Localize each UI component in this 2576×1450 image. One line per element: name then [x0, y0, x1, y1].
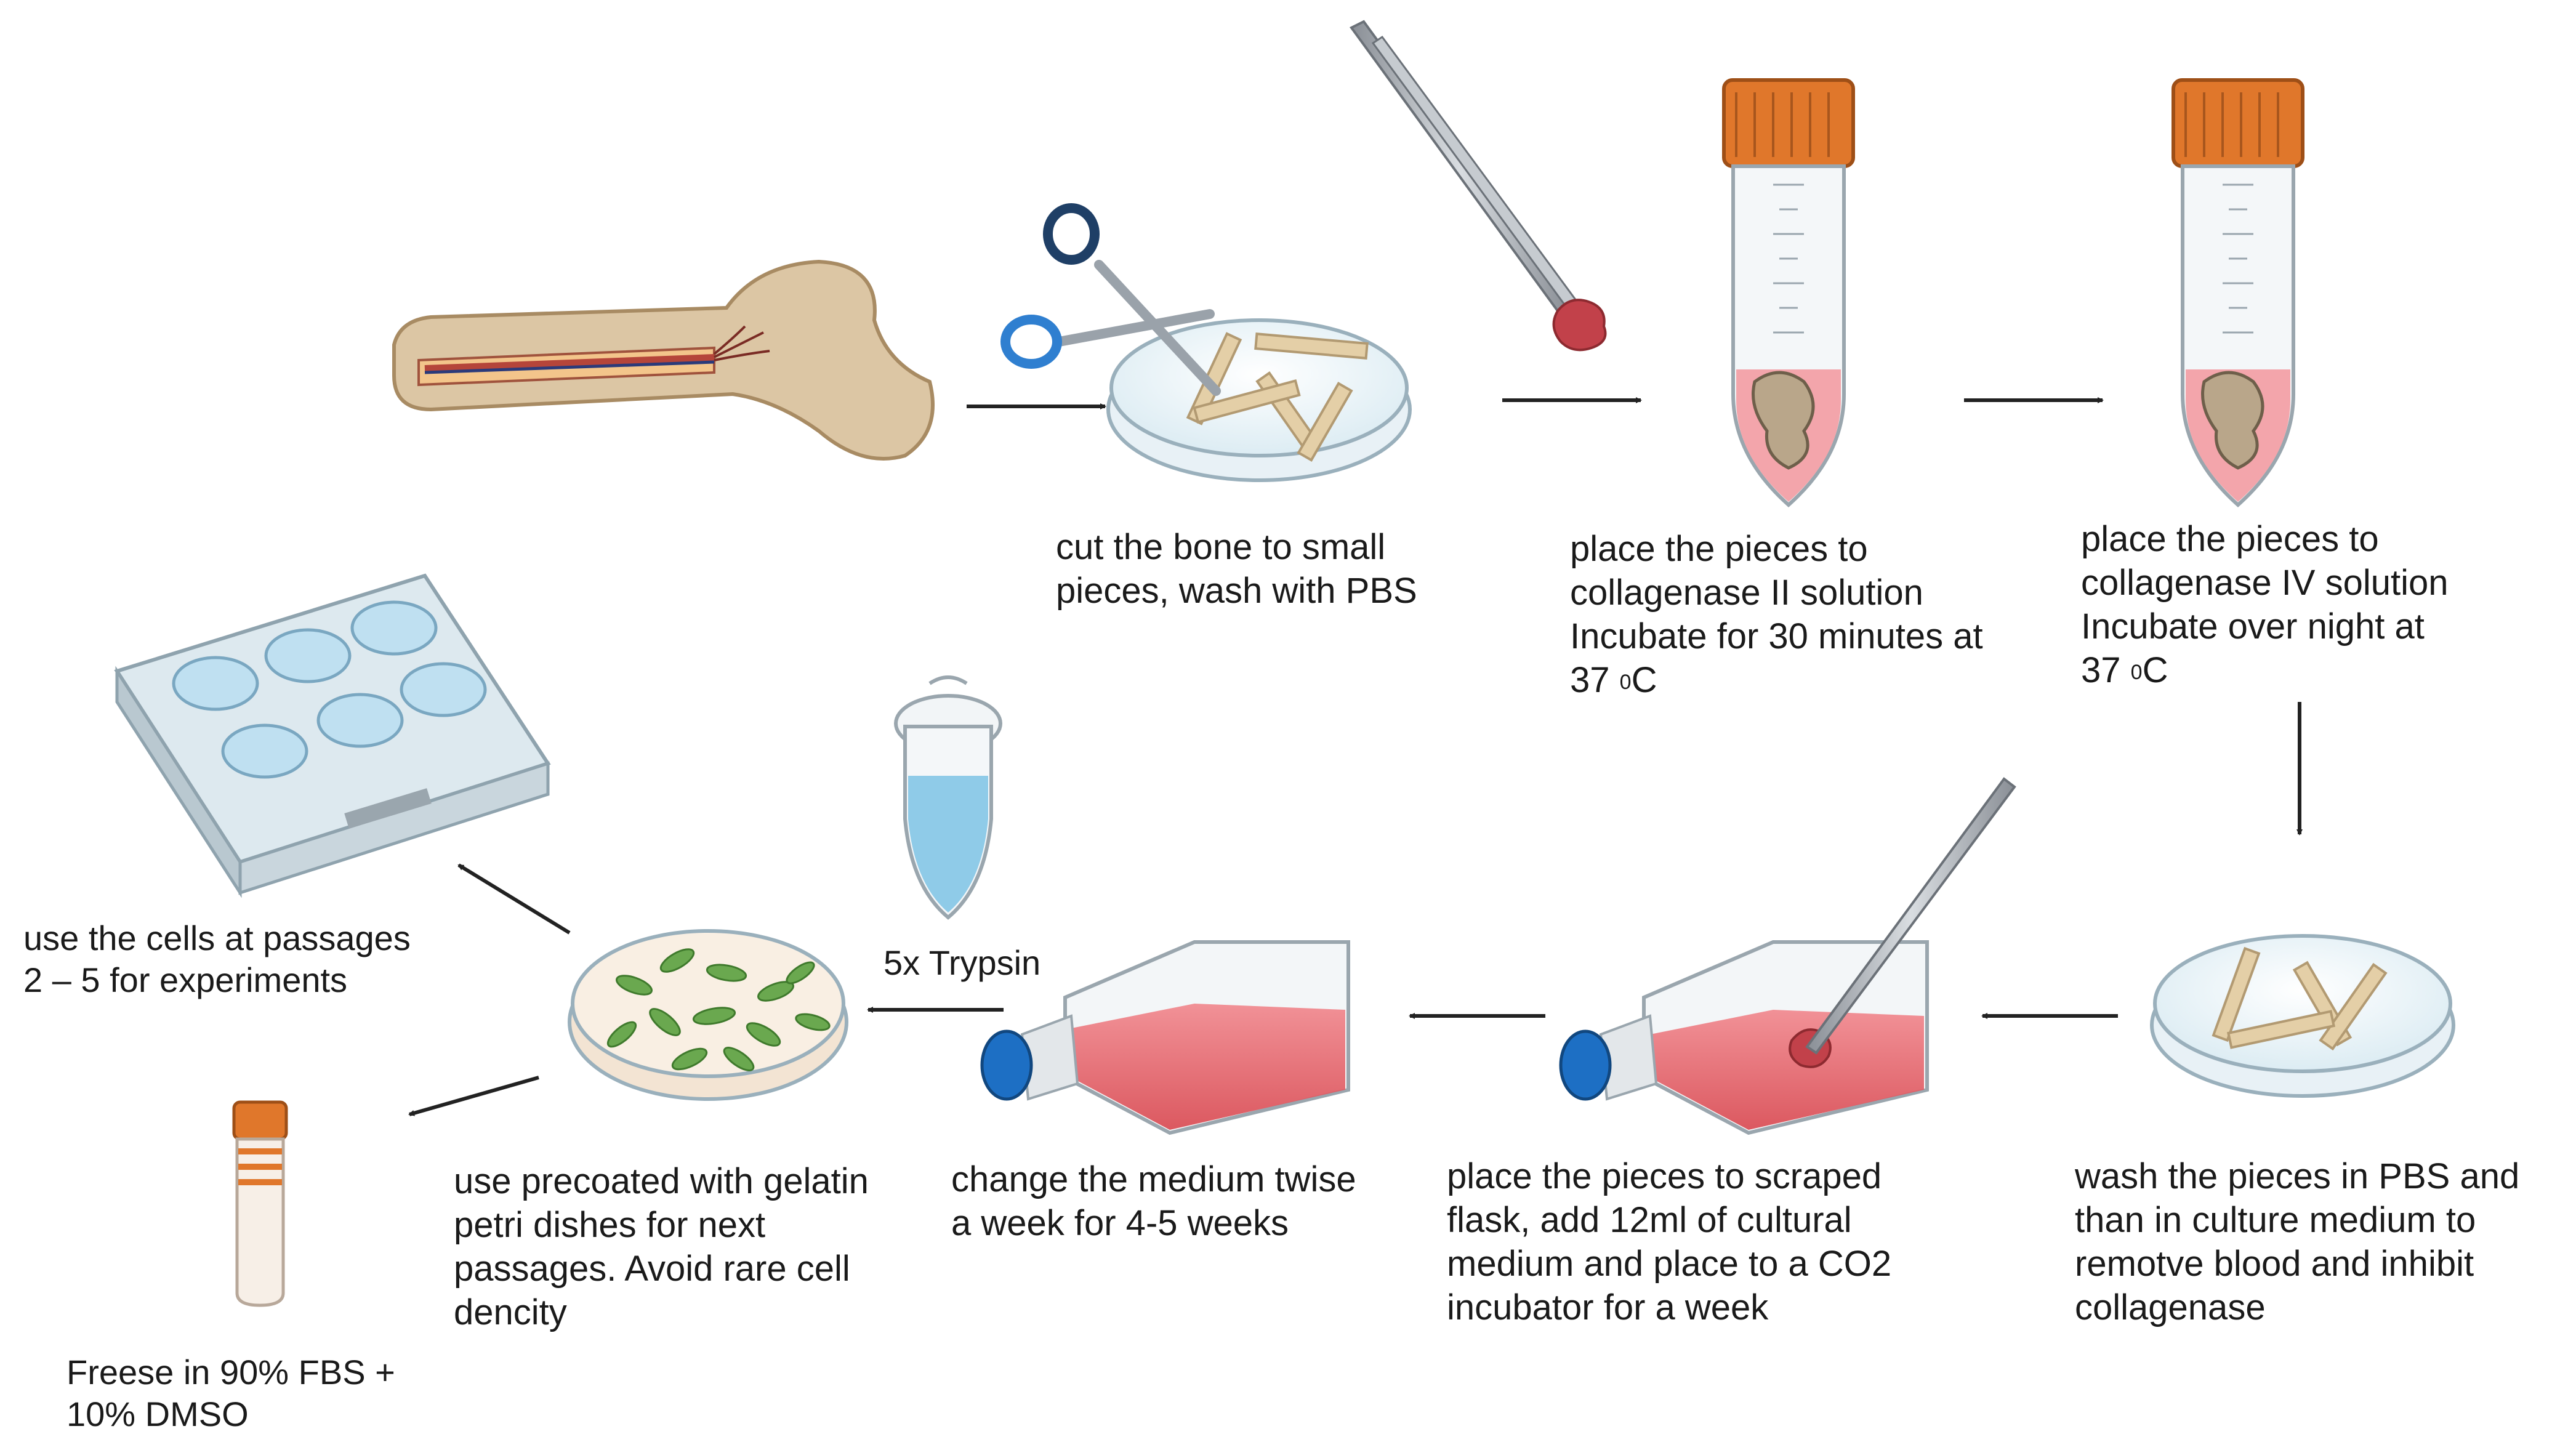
caption-line: remotve blood and inhibit [2075, 1244, 2474, 1284]
caption-collagenase-ii: place the pieces to collagenase II solut… [1570, 527, 1983, 702]
petri-dish-with-bone-pieces [1106, 318, 1412, 482]
caption-wash: wash the pieces in PBS and than in cultu… [2075, 1154, 2519, 1329]
caption-line: place the pieces to [1570, 529, 1868, 569]
caption-change-medium: change the medium twise a week for 4-5 w… [951, 1158, 1356, 1245]
caption-line: Incubate over night at [2081, 606, 2425, 646]
petri-dish-with-cells [568, 929, 848, 1101]
caption-collagenase-iv: place the pieces to collagenase IV solut… [2081, 517, 2449, 692]
caption-line: cut the bone to small [1056, 527, 1386, 567]
caption-line: pieces, wash with PBS [1056, 571, 1417, 611]
caption-line: collagenase [2075, 1287, 2266, 1327]
caption-cut-bone: cut the bone to small pieces, wash with … [1056, 525, 1417, 613]
caption-trypsin: 5x Trypsin [883, 942, 1040, 984]
arrow-cells-to-plate [457, 863, 571, 935]
caption-temperature: 37 0C [1570, 660, 1657, 700]
caption-line: flask, add 12ml of cultural [1447, 1200, 1852, 1240]
conical-tube-collagenase-ii [1722, 78, 1855, 508]
caption-line: 5x Trypsin [883, 943, 1041, 982]
caption-line: medium and place to a CO2 [1447, 1244, 1892, 1284]
caption-line: Freese in 90% FBS + [66, 1353, 395, 1392]
culture-flask-with-tissue [1559, 777, 2016, 1135]
caption-line: a week for 4-5 weeks [951, 1203, 1289, 1243]
caption-line: passages. Avoid rare cell [454, 1249, 850, 1289]
caption-line: use precoated with gelatin [454, 1161, 869, 1201]
six-well-plate-icon [114, 573, 551, 898]
caption-line: 2 – 5 for experiments [23, 961, 348, 999]
caption-line: collagenase II solution [1570, 573, 1923, 613]
caption-line: wash the pieces in PBS and [2075, 1156, 2520, 1196]
caption-line: dencity [454, 1292, 567, 1332]
culture-flask-medium [980, 940, 1350, 1135]
forceps-icon [1349, 20, 1578, 313]
caption-line: than in culture medium to [2075, 1200, 2476, 1240]
cryovial-icon [232, 1100, 288, 1307]
caption-line: use the cells at passages [23, 919, 411, 957]
caption-line: petri dishes for next [454, 1205, 766, 1245]
arrow-cells-to-freeze [408, 1076, 539, 1116]
caption-line: place the pieces to [2081, 519, 2379, 559]
caption-line: collagenase IV solution [2081, 563, 2449, 603]
caption-scraped-flask: place the pieces to scraped flask, add 1… [1447, 1154, 1891, 1329]
scissors-icon [1000, 203, 1221, 396]
caption-line: change the medium twise [951, 1159, 1356, 1199]
conical-tube-collagenase-iv [2171, 78, 2304, 508]
caption-passages: use the cells at passages 2 – 5 for expe… [23, 917, 411, 1001]
caption-line: 10% DMSO [66, 1395, 249, 1433]
trypsin-tube-icon [894, 675, 1002, 920]
caption-line: place the pieces to scraped [1447, 1156, 1882, 1196]
bone-illustration [392, 259, 935, 461]
caption-temperature: 37 0C [2081, 650, 2168, 690]
tissue-piece [1552, 299, 1607, 352]
petri-dish-wash [2150, 934, 2455, 1098]
caption-line: incubator for a week [1447, 1287, 1769, 1327]
caption-freeze: Freese in 90% FBS + 10% DMSO [66, 1351, 395, 1435]
caption-gelatin: use precoated with gelatin petri dishes … [454, 1159, 869, 1334]
caption-line: Incubate for 30 minutes at [1570, 616, 1983, 656]
